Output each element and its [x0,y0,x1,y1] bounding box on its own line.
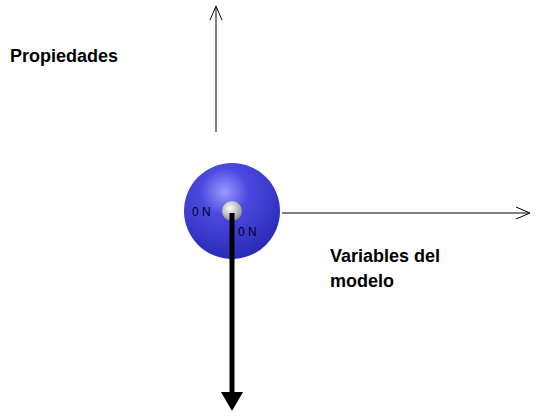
force-value: 0 N [238,226,257,238]
axis-arrowhead [516,207,530,219]
vertical-axis [216,8,217,132]
axis-label: Propiedades [10,44,210,69]
axis-arrowhead [210,6,222,20]
axis-label: Variables del modelo [330,244,465,294]
sphere: 0 N 0 N [183,162,281,260]
horizontal-axis [282,213,528,214]
force-value: 0 N [192,206,211,218]
